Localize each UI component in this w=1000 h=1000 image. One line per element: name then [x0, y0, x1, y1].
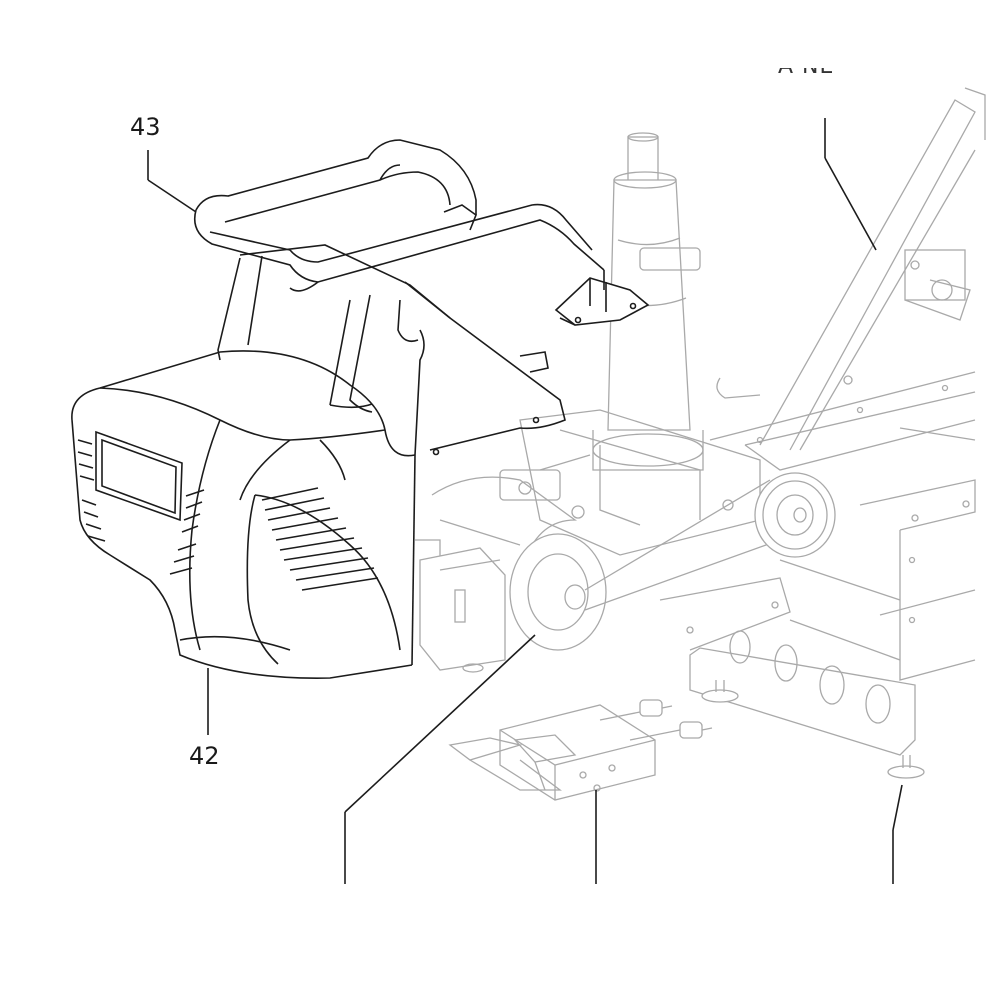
side-rod [716, 377, 761, 399]
right-vents [261, 487, 379, 591]
housing-cover-part-42 [71, 244, 566, 679]
callout-43: 43 [130, 113, 161, 141]
belt-drive [584, 472, 836, 611]
callout-cropped-top: A NE [778, 68, 888, 98]
column-cradle [499, 409, 761, 556]
left-vents [77, 439, 205, 575]
leader-lines [147, 118, 903, 884]
callout-cropped-top-text: A NE [778, 68, 834, 79]
machine-frame-ghost [415, 87, 986, 801]
leader-43-diagonal [147, 179, 197, 213]
leader-top-diagonal [824, 157, 877, 251]
control-box [419, 547, 506, 673]
leader-foot-diagonal [892, 784, 903, 831]
base-plate [709, 371, 976, 471]
leveling-feet [701, 680, 925, 779]
right-frame [779, 479, 976, 681]
callout-42: 42 [189, 742, 220, 770]
front-bracket [659, 577, 916, 756]
leader-motor-diagonal [344, 634, 536, 813]
inclined-mast [759, 87, 986, 451]
foot-pedal-assembly [448, 699, 713, 801]
handle-bar-part-43 [193, 139, 650, 326]
